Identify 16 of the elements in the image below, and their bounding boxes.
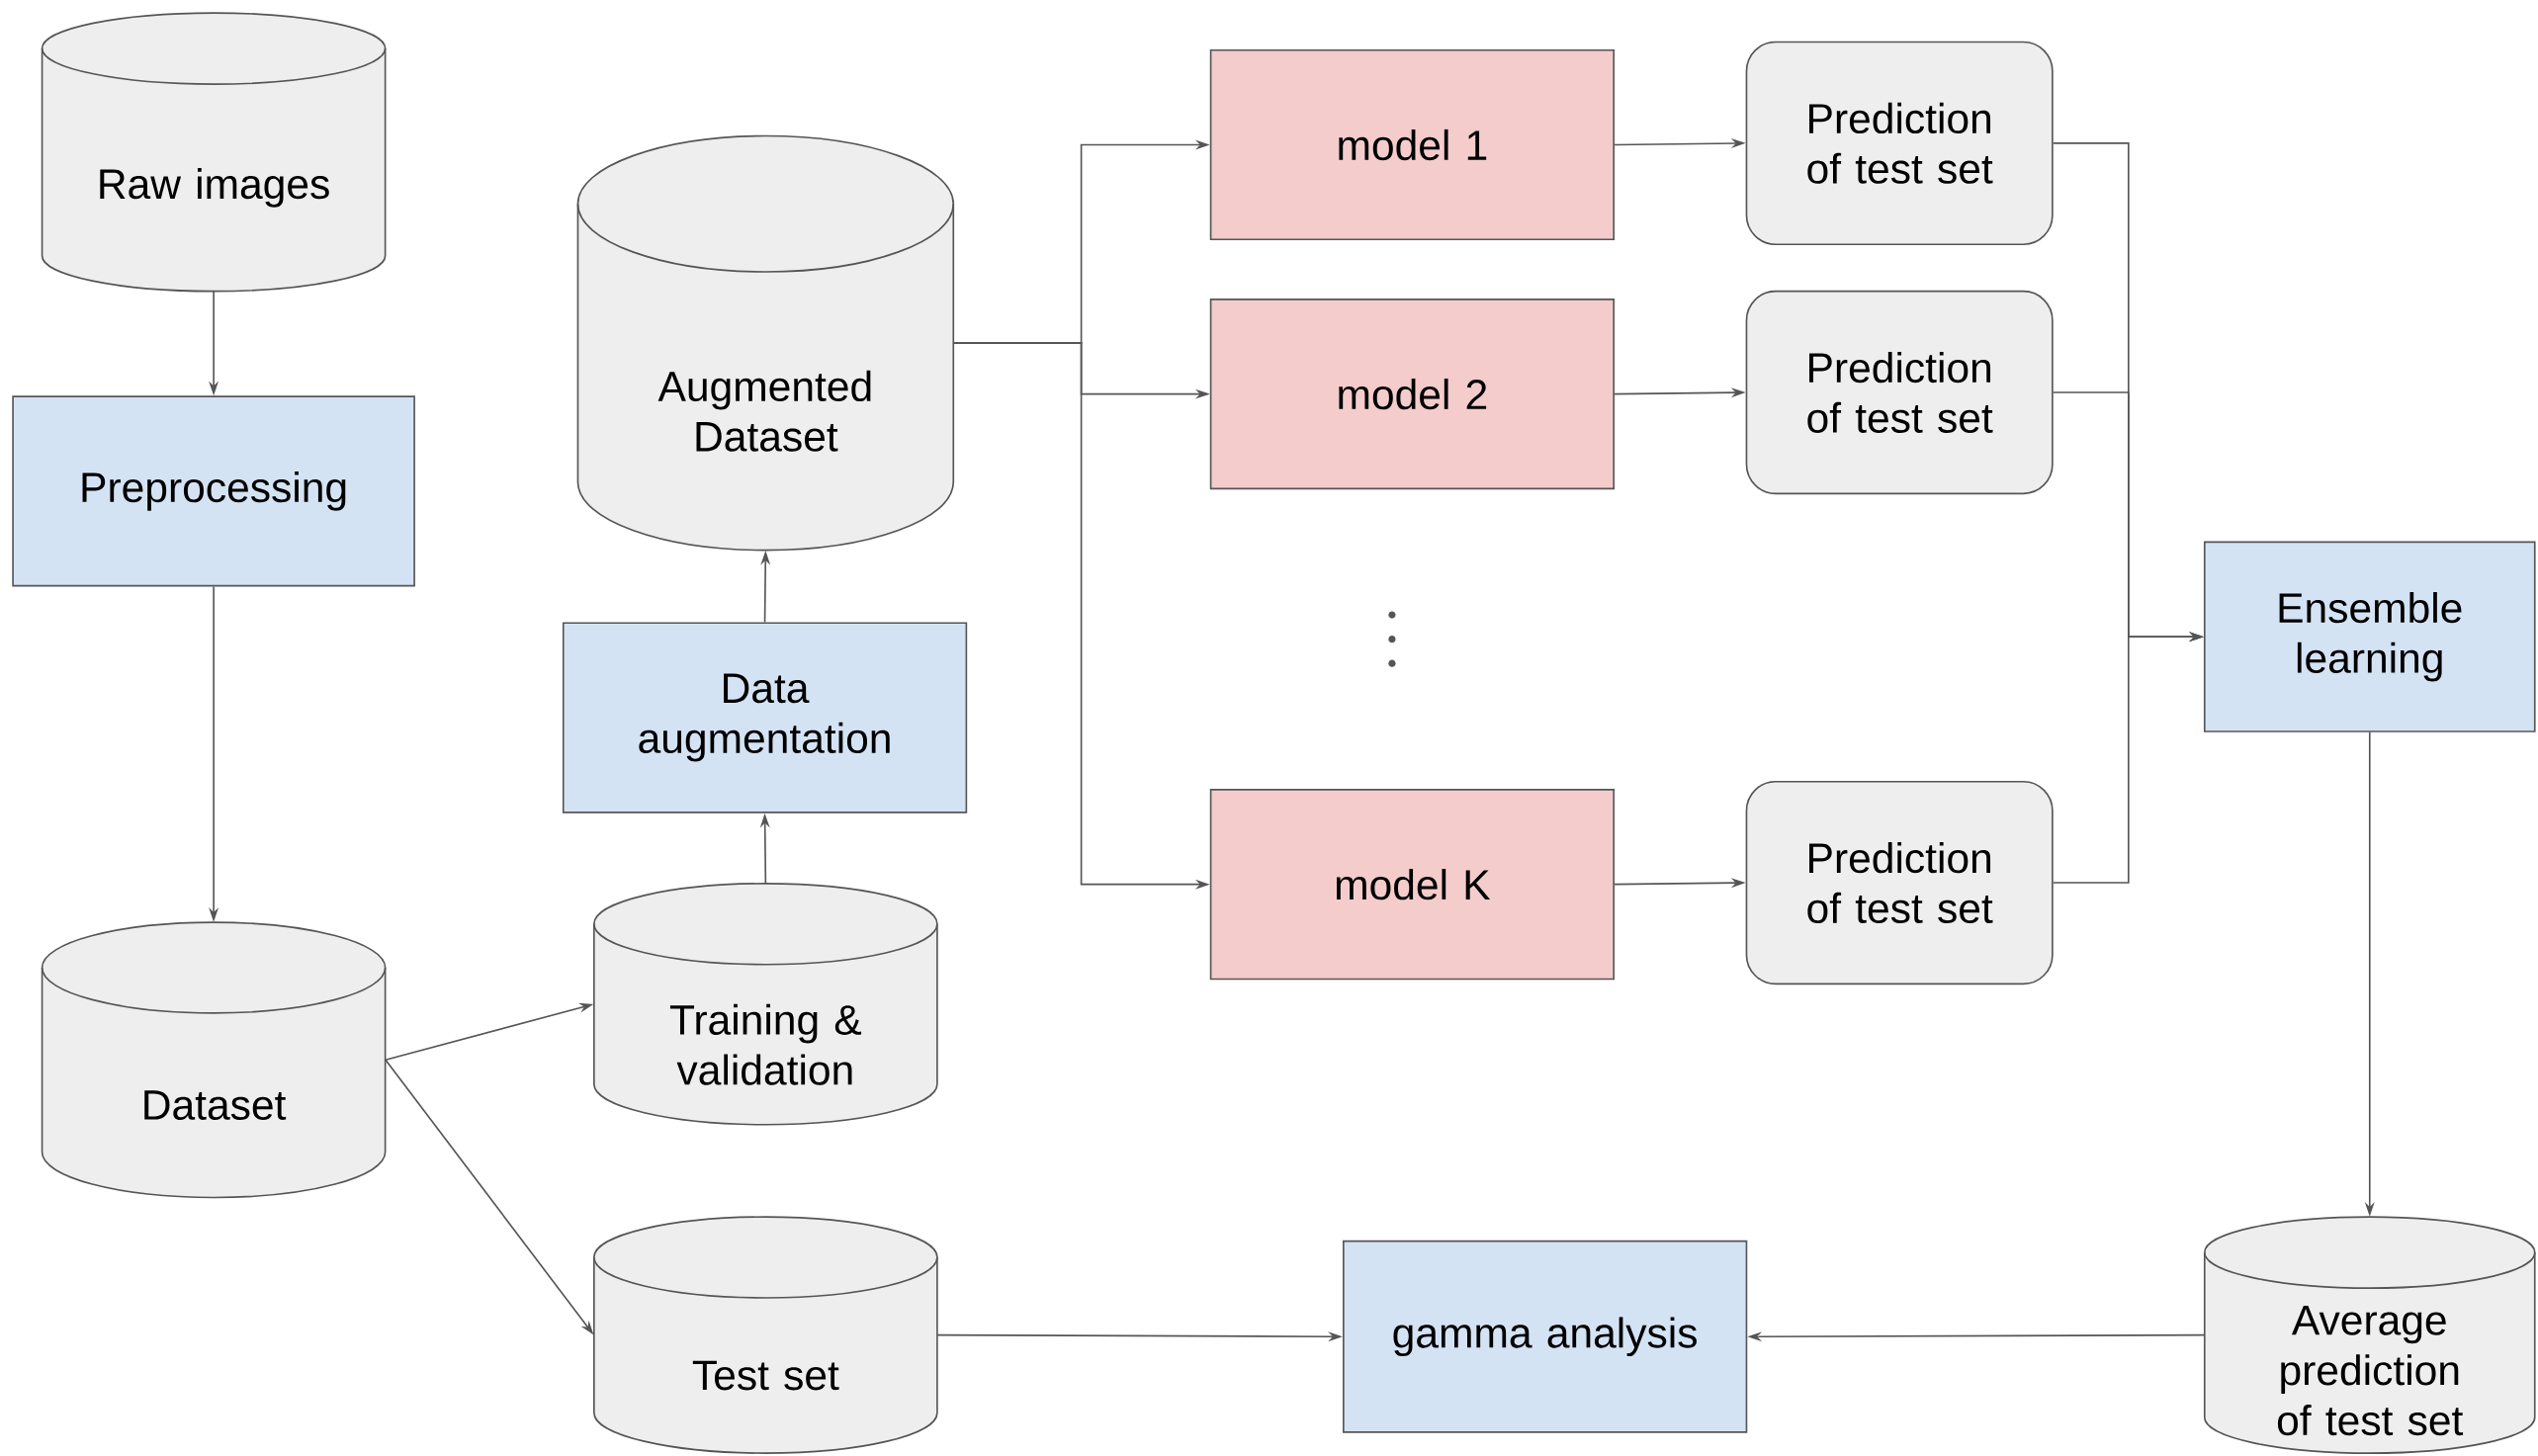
database-cylinder: Raw images <box>41 12 387 293</box>
process-box: Ensemble learning <box>2203 541 2536 732</box>
prediction-box: Prediction of test set <box>1745 780 2054 985</box>
prediction-box: Prediction of test set <box>1745 290 2054 494</box>
database-cylinder: Augmented Dataset <box>576 134 955 552</box>
process-box: Preprocessing <box>12 395 415 587</box>
process-box: gamma analysis <box>1343 1240 1748 1433</box>
process-box: Data augmentation <box>562 622 968 814</box>
model-box: model 1 <box>1209 48 1616 240</box>
database-cylinder: Average prediction of test set <box>2203 1216 2536 1454</box>
database-cylinder: Dataset <box>41 921 387 1199</box>
database-cylinder: Training & validation <box>593 882 938 1126</box>
model-box: model 2 <box>1209 298 1616 489</box>
prediction-box: Prediction of test set <box>1745 41 2054 245</box>
model-box: model K <box>1209 788 1616 981</box>
database-cylinder: Test set <box>593 1216 938 1454</box>
